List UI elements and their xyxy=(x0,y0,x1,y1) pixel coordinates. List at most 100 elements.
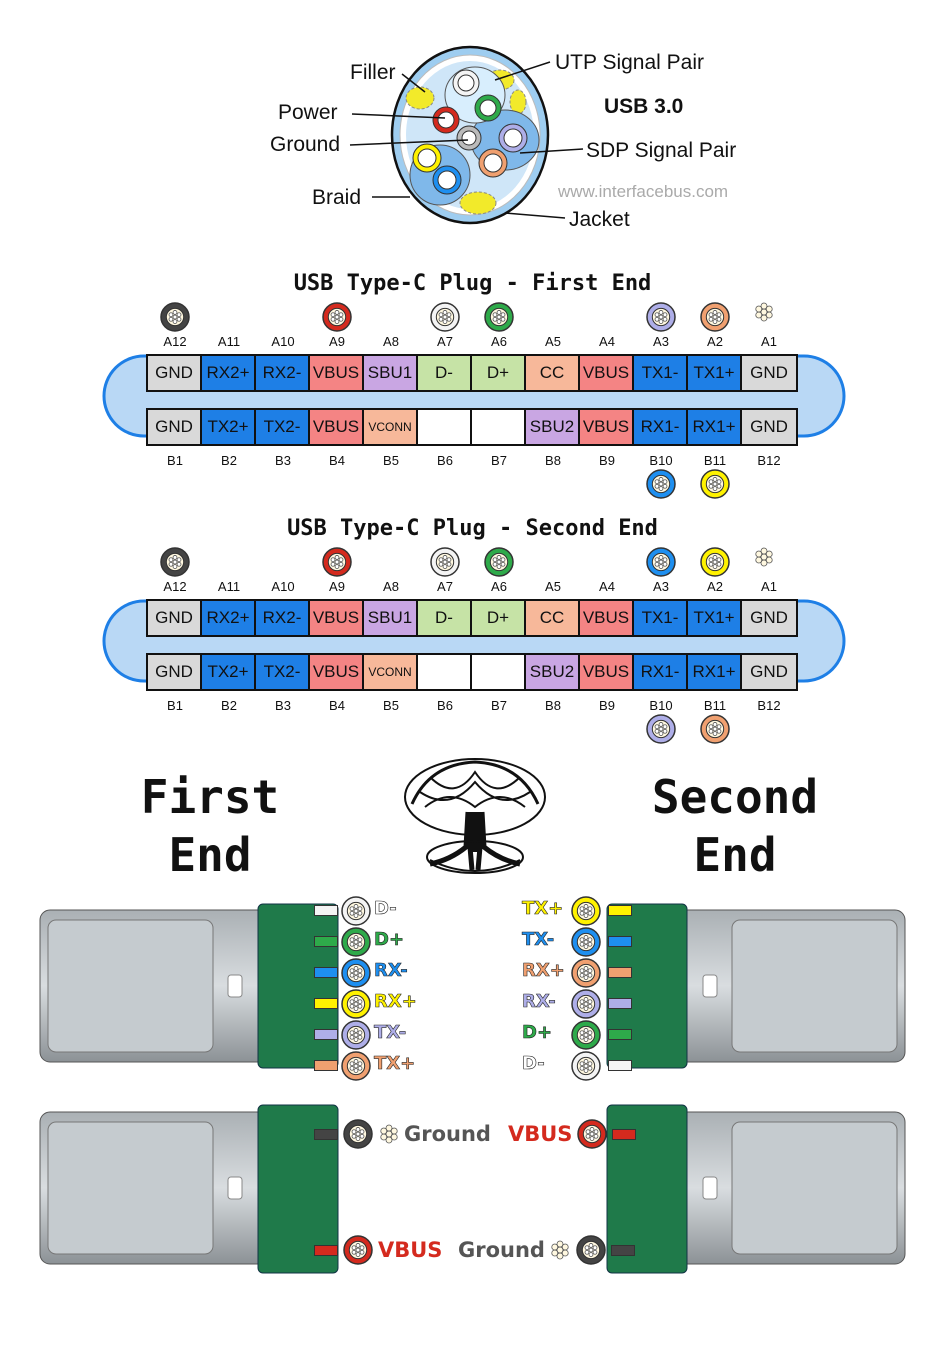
first-wire-row-6: TX+ xyxy=(300,1050,460,1081)
plug1-b-signal-7 xyxy=(472,410,526,444)
plug1-wire-icon-a9 xyxy=(322,302,352,332)
second-power-stub xyxy=(612,1128,637,1140)
second-vbus-label: VBUS xyxy=(508,1122,573,1146)
plug2-pin-b10: B10 xyxy=(649,698,673,713)
plug2-pin-a1: A1 xyxy=(761,579,777,594)
label-sdp-signal-pair: SDP Signal Pair xyxy=(586,139,737,162)
plug2-wire-icon-a7 xyxy=(430,547,460,577)
first-end-wire-list: D-D+RX-RX+TX-TX+ xyxy=(300,895,460,1085)
plug1-b-signal-9: VBUS xyxy=(580,410,634,444)
second-power-stub xyxy=(610,1244,635,1256)
first-wire-stub xyxy=(314,967,338,978)
plug2-a-signal-12: GND xyxy=(742,601,796,635)
plug1-pin-b5: B5 xyxy=(383,453,399,468)
plug1-b-signal-2: TX2+ xyxy=(202,410,256,444)
first-wire-label: RX- xyxy=(374,960,408,982)
plug1-pin-b11: B11 xyxy=(703,453,727,468)
plug1-wire-dot-a7 xyxy=(429,301,461,338)
plug1-b-signal-8: SBU2 xyxy=(526,410,580,444)
plug2-title: USB Type-C Plug - Second End xyxy=(287,516,658,541)
first-wire-label: RX+ xyxy=(374,991,417,1013)
first-wire-stub xyxy=(314,1029,338,1040)
plug2-pin-a5: A5 xyxy=(545,579,561,594)
label-usb-version: USB 3.0 xyxy=(604,95,684,118)
second-wire-icon xyxy=(571,1020,601,1050)
plug2-b-signal-8: SBU2 xyxy=(526,655,580,689)
plug2-wire-icon-a3 xyxy=(646,547,676,577)
second-wire-icon xyxy=(571,1051,601,1081)
plug2-wire-dot-a12 xyxy=(159,546,191,583)
plug1-wire-dot-b10 xyxy=(645,468,677,505)
plug2-b-signal-12: GND xyxy=(742,655,796,689)
plug1-wire-icon-a12 xyxy=(160,302,190,332)
first-end-line2: End xyxy=(168,828,252,882)
plug1-ground-braid-icon xyxy=(755,302,773,322)
plug1-title: USB Type-C Plug - First End xyxy=(293,271,652,296)
plug1-wire-icon-b11 xyxy=(700,469,730,499)
plug1-a-signal-3: RX2- xyxy=(256,356,310,390)
plug2-b-signal-10: RX1- xyxy=(634,655,688,689)
plug1-b-signal-4: VBUS xyxy=(310,410,364,444)
plug2-wire-dot-a2 xyxy=(699,546,731,583)
plug1-pin-a9: A9 xyxy=(329,334,345,349)
plug1-b-signal-3: TX2- xyxy=(256,410,310,444)
second-wire-icon xyxy=(571,927,601,957)
plug1-b-signal-6 xyxy=(418,410,472,444)
second-wire-row-6: D- xyxy=(500,1050,640,1081)
second-wire-label: TX+ xyxy=(522,898,564,920)
plug2-wire-dot-a9 xyxy=(321,546,353,583)
second-wire-dot xyxy=(570,895,602,932)
first-wire-stub xyxy=(314,905,338,916)
plug1-wire-icon-a6 xyxy=(484,302,514,332)
first-wire-dot xyxy=(340,1019,372,1056)
plug1-a-signal-1: GND xyxy=(148,356,202,390)
plug1-wire-dot-a6 xyxy=(483,301,515,338)
plug2-wire-icon-a2 xyxy=(700,547,730,577)
website-watermark: www.interfacebus.com xyxy=(558,182,729,201)
first-wire-dot xyxy=(340,895,372,932)
plug2-pin-b6: B6 xyxy=(437,698,453,713)
plug2-pin-b7: B7 xyxy=(491,698,507,713)
second-wire-stub xyxy=(608,998,632,1009)
plug2-b-signal-1: GND xyxy=(148,655,202,689)
tree-of-life-logo xyxy=(400,752,550,882)
plug2-a-signal-3: RX2- xyxy=(256,601,310,635)
plug1-pin-b12: B12 xyxy=(757,453,781,468)
plug2-pin-a4: A4 xyxy=(599,579,615,594)
plug1-wire-dot-a2 xyxy=(699,301,731,338)
plug1-pin-a10: A10 xyxy=(271,334,295,349)
plug2-a-signal-9: VBUS xyxy=(580,601,634,635)
plug1-a-signal-12: GND xyxy=(742,356,796,390)
plug1-wire-dot-a9 xyxy=(321,301,353,338)
plug1-a-signal-11: TX1+ xyxy=(688,356,742,390)
plug1-pin-b7: B7 xyxy=(491,453,507,468)
plug2-b-signal-7 xyxy=(472,655,526,689)
second-end-title: Second End xyxy=(625,768,845,884)
second-end-line2: End xyxy=(693,828,777,882)
plug1-pin-a5: A5 xyxy=(545,334,561,349)
plug1-pin-a12: A12 xyxy=(163,334,187,349)
plug2-wire-icon-b11 xyxy=(700,714,730,744)
first-wire-row-5: TX- xyxy=(300,1019,460,1050)
second-wire-icon xyxy=(571,958,601,988)
plug2-pin-a10: A10 xyxy=(271,579,295,594)
first-end-connector-bottom xyxy=(39,1104,339,1274)
plug2-wire-dot-b11 xyxy=(699,713,731,750)
plug1-pin-b4: B4 xyxy=(329,453,345,468)
plug2-a-signal-5: SBU1 xyxy=(364,601,418,635)
second-vbus-row: VBUS xyxy=(508,1117,637,1151)
first-vbus-label: VBUS xyxy=(378,1238,443,1262)
plug2-b-signal-11: RX1+ xyxy=(688,655,742,689)
plug1-wire-dot-a1 xyxy=(753,301,775,328)
first-wire-label: D- xyxy=(374,898,397,920)
first-wire-stub xyxy=(314,936,338,947)
label-filler: Filler xyxy=(350,61,396,84)
plug2-b-signal-3: TX2- xyxy=(256,655,310,689)
plug2-a-signal-8: CC xyxy=(526,601,580,635)
first-wire-dot xyxy=(340,926,372,963)
second-wire-stub xyxy=(608,936,632,947)
first-wire-dot xyxy=(340,957,372,994)
second-wire-stub xyxy=(608,905,632,916)
second-braid-icon xyxy=(551,1240,569,1260)
